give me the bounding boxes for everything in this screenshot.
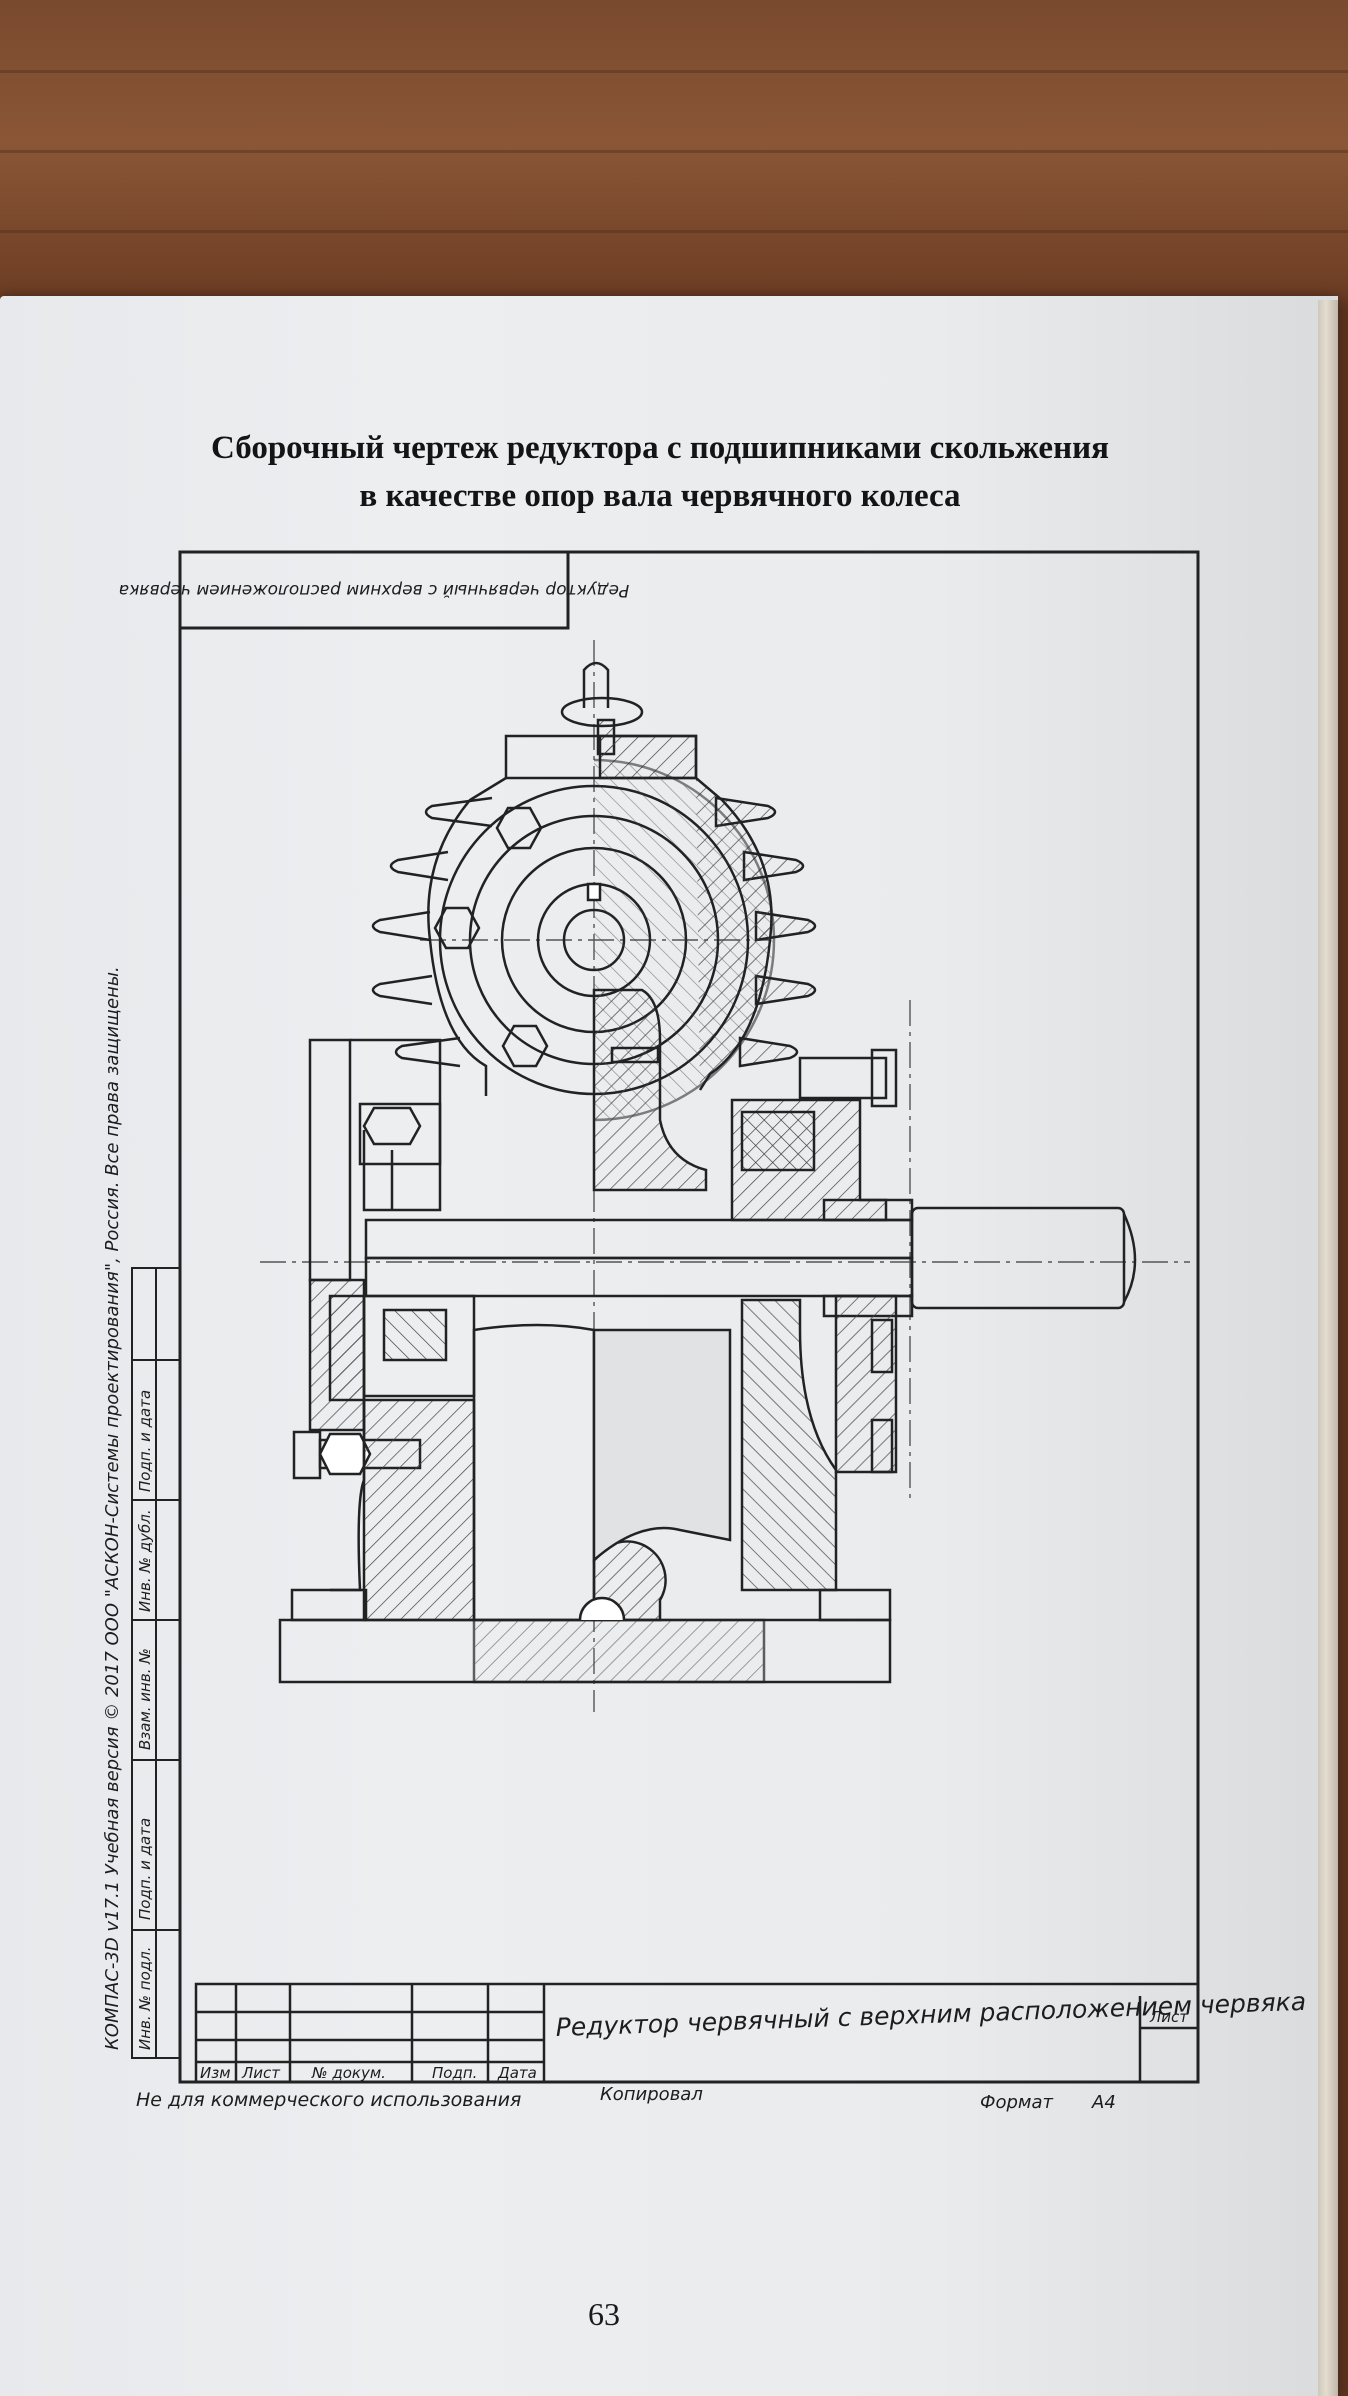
footer-noncommercial: Не для коммерческого использования <box>136 2089 521 2111</box>
title-block-sheet: Лист <box>1149 2008 1189 2026</box>
top-stamp: Редуктор червячный с верхним расположени… <box>119 550 630 630</box>
side-col-3: Инв. № дубл. <box>136 1509 154 1612</box>
title-line-1: Сборочный чертеж редуктора с подшипникам… <box>211 430 1109 466</box>
side-col-0: Инв. № подл. <box>136 1947 154 2050</box>
title-block: Редуктор червячный с верхним расположени… <box>194 1982 1307 2084</box>
side-col-1: Подп. и дата <box>136 1818 154 1920</box>
gearbox-drawing <box>260 640 1190 1712</box>
title-col-1: Лист <box>241 2064 281 2082</box>
footer-format-value: А4 <box>1091 2092 1116 2113</box>
page-edge <box>1318 300 1338 2396</box>
footer-format-label: Формат <box>980 2092 1054 2113</box>
drawing-footer: Не для коммерческого использования Копир… <box>136 2084 1116 2113</box>
title-col-2: № докум. <box>311 2064 386 2082</box>
title-line-2: в качестве опор вала червячного колеса <box>359 478 961 514</box>
side-columns: Инв. № подл. Подп. и дата Взам. инв. № И… <box>136 1390 154 2050</box>
title-col-3: Подп. <box>432 2064 477 2082</box>
top-stamp-text: Редуктор червячный с верхним расположени… <box>119 580 630 600</box>
page-title: Сборочный чертеж редуктора с подшипникам… <box>60 424 1260 520</box>
title-col-0: Изм <box>200 2064 231 2082</box>
side-copyright: КОМПАС-3D v17.1 Учебная версия © 2017 ОО… <box>102 966 123 2050</box>
footer-copied: Копировал <box>600 2084 703 2105</box>
title-block-name: Редуктор червячный с верхним расположени… <box>555 1987 1306 2042</box>
title-col-4: Дата <box>497 2064 537 2082</box>
side-col-2: Взам. инв. № <box>136 1648 154 1750</box>
side-col-4: Подп. и дата <box>136 1390 154 1492</box>
page-number: 63 <box>588 2296 620 2332</box>
